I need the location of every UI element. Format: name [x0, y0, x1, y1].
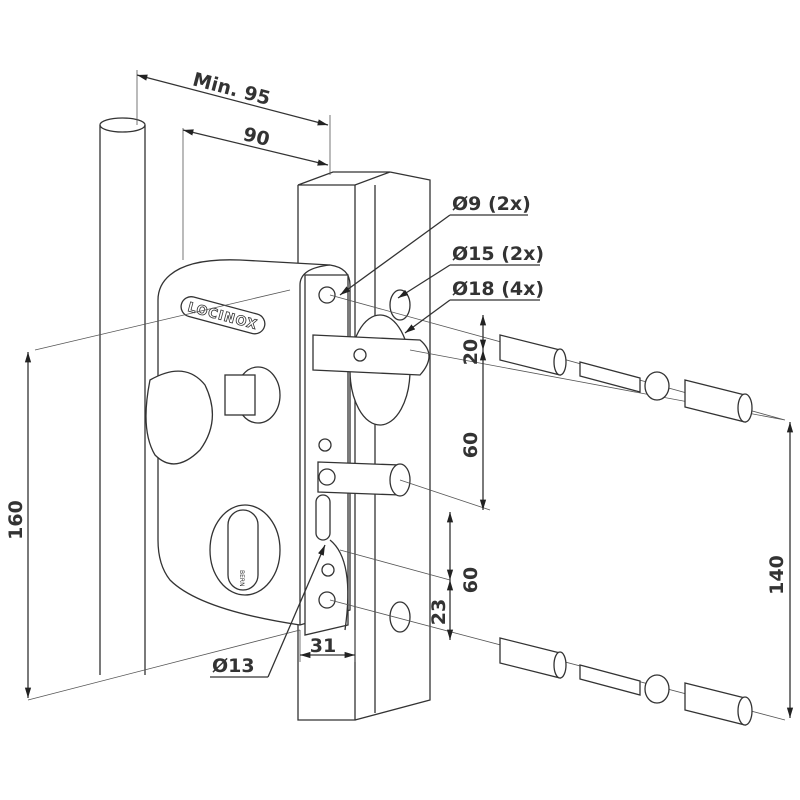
screw-upper	[579, 361, 641, 393]
leader-d15: Ø15 (2x)	[398, 243, 544, 298]
leader-d9: Ø9 (2x)	[340, 193, 531, 295]
cylinder-mark: BERN	[238, 570, 245, 587]
dim-min95	[136, 74, 329, 126]
label-bolt-spacing: 60	[460, 432, 482, 458]
label-bottom-offset: 23	[428, 599, 450, 625]
label-hole-15: Ø15 (2x)	[452, 243, 544, 265]
knob-shaft	[224, 374, 256, 416]
post-hole-upper	[389, 289, 411, 321]
post-hole-lower	[389, 601, 411, 633]
label-min-width: Min. 95	[190, 69, 272, 110]
knob	[145, 370, 214, 465]
lock-body: LOCINOX BERN	[145, 259, 351, 626]
label-cylinder-hole: Ø13	[212, 655, 255, 677]
label-hole-9: Ø9 (2x)	[452, 193, 531, 215]
dim-90	[182, 129, 329, 166]
label-width: 90	[241, 123, 272, 151]
euro-cylinder	[227, 509, 259, 591]
label-fixing-distance: 140	[766, 555, 788, 595]
fixing-set-lower	[499, 637, 753, 726]
faceplate	[304, 274, 349, 636]
round-pole	[99, 117, 146, 675]
leader-d18: Ø18 (4x)	[405, 278, 544, 333]
fixing-set-upper	[499, 334, 753, 423]
label-top-offset: 20	[460, 339, 482, 365]
label-height: 160	[5, 500, 27, 540]
label-lower-spacing: 60	[460, 567, 482, 593]
lower-bolt	[317, 461, 411, 497]
label-depth: 31	[310, 635, 336, 657]
label-hole-18: Ø18 (4x)	[452, 278, 544, 300]
leader-d13: Ø13	[210, 545, 325, 678]
